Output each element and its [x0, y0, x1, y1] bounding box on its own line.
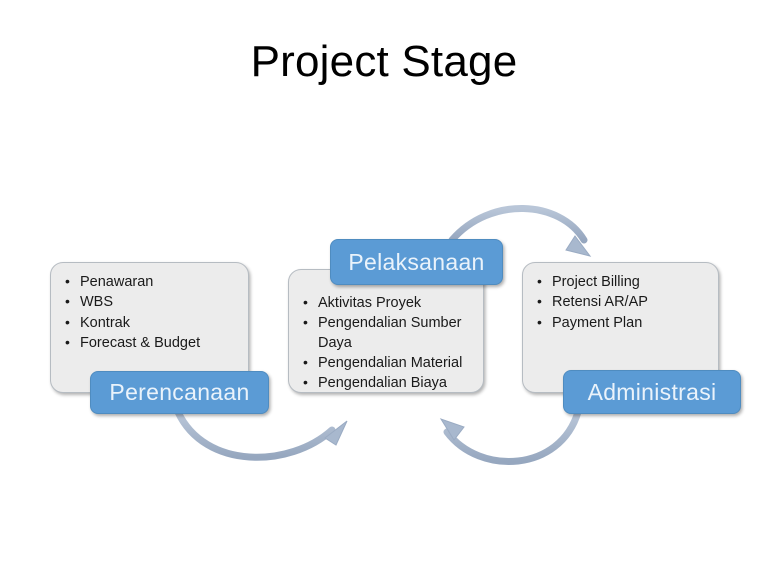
list-item: Project Billing	[537, 272, 708, 292]
page-title: Project Stage	[250, 37, 518, 86]
stage-label-administrasi[interactable]: Administrasi	[563, 370, 741, 414]
list-item: Pengendalian Material	[303, 353, 473, 373]
arrow-administrasi-to-pelaksanaan	[439, 408, 582, 465]
list-item: Forecast & Budget	[65, 333, 238, 353]
list-item: Pengendalian Sumber Daya	[303, 313, 473, 353]
list-item: Pengendalian Biaya	[303, 373, 473, 393]
list-item: Penawaran	[65, 272, 238, 292]
stage-item-list: Project Billing Retensi AR/AP Payment Pl…	[537, 272, 708, 333]
stage-item-list: Penawaran WBS Kontrak Forecast & Budget	[65, 272, 238, 353]
stage-label-pelaksanaan[interactable]: Pelaksanaan	[330, 239, 503, 285]
stage-body-pelaksanaan: Aktivitas Proyek Pengendalian Sumber Day…	[288, 269, 484, 393]
list-item: Payment Plan	[537, 313, 708, 333]
list-item: Retensi AR/AP	[537, 292, 708, 312]
list-item: WBS	[65, 292, 238, 312]
stage-label-perencanaan[interactable]: Perencanaan	[90, 371, 269, 414]
list-item: Kontrak	[65, 313, 238, 333]
stage-item-list: Aktivitas Proyek Pengendalian Sumber Day…	[303, 293, 473, 393]
arrow-perencanaan-to-pelaksanaan	[174, 408, 348, 461]
list-item: Aktivitas Proyek	[303, 293, 473, 313]
